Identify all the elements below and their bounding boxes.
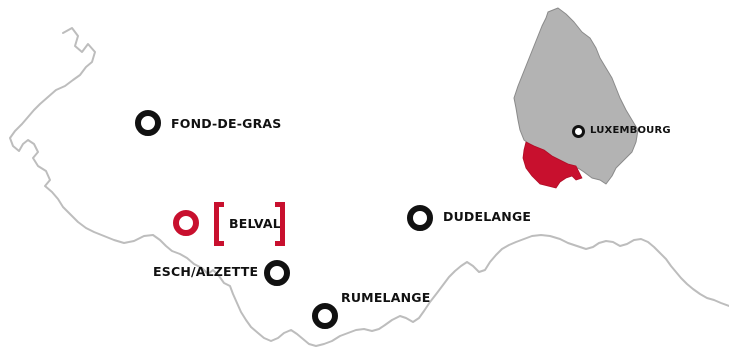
luxembourg-label: LUXEMBOURG [590,125,671,136]
fond-de-gras-marker-icon [135,110,161,136]
country-shape [513,7,639,185]
inset-map [513,7,639,189]
belval-bracket-right-icon [275,202,285,246]
rumelange-marker-icon [312,303,338,329]
esch-alzette-label: ESCH/ALZETTE [153,264,259,279]
belval-bracket-left-icon [214,202,224,246]
dudelange-label: DUDELANGE [443,209,532,224]
esch-alzette-marker-icon [264,260,290,286]
highlighted-region [522,141,583,189]
fond-de-gras-label: FOND-DE-GRAS [171,116,282,131]
belval-marker-icon [173,210,199,236]
rumelange-label: RUMELANGE [341,290,431,305]
luxembourg-marker-icon [572,125,585,138]
belval-label: BELVAL [229,216,281,231]
border-line [9,27,729,347]
dudelange-marker-icon [407,205,433,231]
